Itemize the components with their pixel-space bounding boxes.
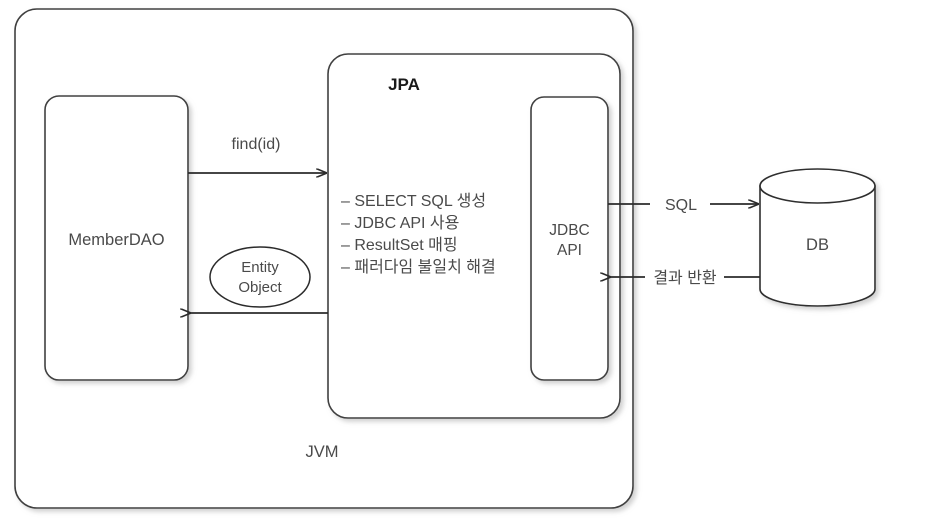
db-cylinder <box>759 168 876 307</box>
member-dao-box <box>44 95 189 381</box>
jpa-bullet-item: – JDBC API 사용 <box>341 214 459 232</box>
find-arrow-label: find(id) <box>232 136 281 153</box>
jpa-label: JPA <box>388 75 420 94</box>
entity-object-ellipse <box>209 246 311 308</box>
jdbc-api-box <box>530 96 609 381</box>
db-label: DB <box>806 236 829 254</box>
jpa-bullet-item: – SELECT SQL 생성 <box>341 192 486 210</box>
jpa-bullet-item: – 패러다임 불일치 해결 <box>341 258 496 276</box>
sql-arrow-label: SQL <box>665 197 697 214</box>
jpa-bullet-item: – ResultSet 매핑 <box>341 236 458 254</box>
jdbc-api-label-line2: API <box>557 242 582 259</box>
jvm-label: JVM <box>306 443 339 461</box>
entity-object-label-line2: Object <box>238 279 282 296</box>
member-dao-label: MemberDAO <box>68 231 164 249</box>
jdbc-api-label-line1: JDBC <box>549 222 589 239</box>
entity-object-label-line1: Entity <box>241 259 279 276</box>
jpa-bullet-list: – SELECT SQL 생성 – JDBC API 사용 – ResultSe… <box>341 192 496 276</box>
result-arrow-label: 결과 반환 <box>653 269 717 287</box>
